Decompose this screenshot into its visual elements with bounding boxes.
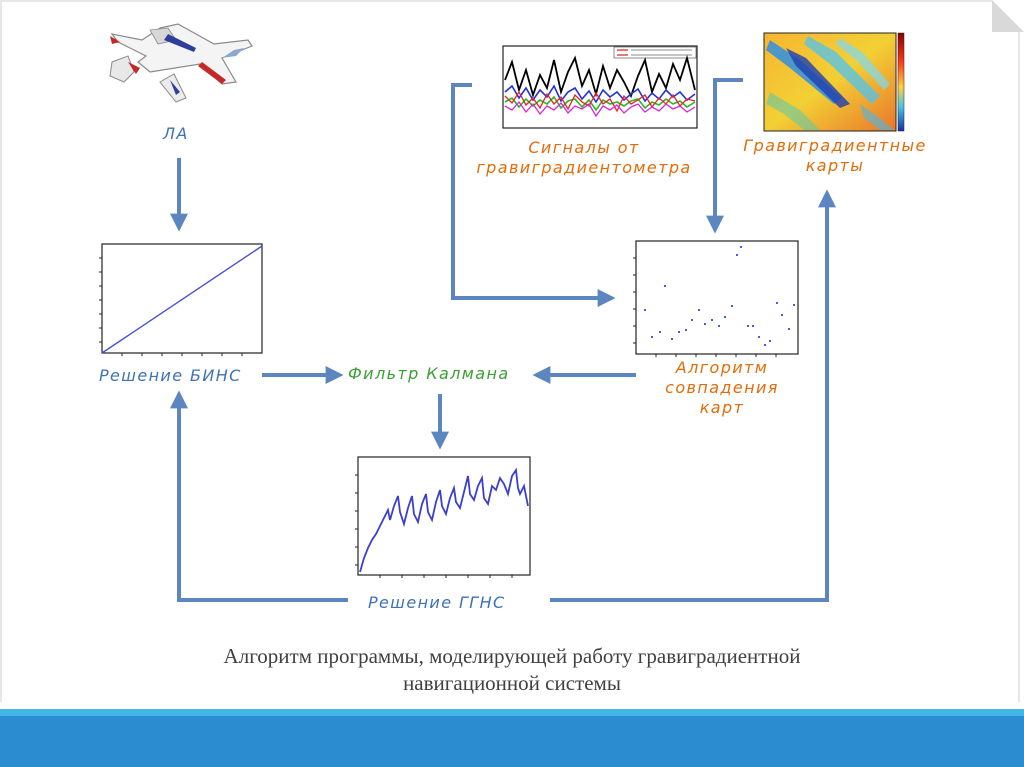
match-label-line2: совпадения bbox=[665, 378, 779, 397]
gravigradient-map-image bbox=[763, 32, 905, 132]
connector-arrows bbox=[170, 78, 836, 602]
caption-line1: Алгоритм программы, моделирующей работу … bbox=[223, 644, 801, 668]
slide-frame bbox=[0, 0, 1020, 702]
ggns-solution-plot bbox=[355, 456, 531, 578]
signals-label-line1: Сигналы от bbox=[528, 138, 640, 157]
node-maps-label: Гравиградиентные карты bbox=[732, 136, 938, 176]
footer-band-dark bbox=[0, 716, 1024, 767]
arrow-maps-to-match bbox=[706, 78, 743, 234]
node-kalman-filter-label: Фильтр Калмана bbox=[348, 364, 510, 383]
node-ggns-solution-label: Решение ГГНС bbox=[368, 593, 506, 612]
arrow-signals-to-match bbox=[451, 83, 616, 307]
match-label-line1: Алгоритм bbox=[675, 358, 769, 377]
signals-label-line2: гравиградиентометра bbox=[476, 158, 692, 177]
map-matching-plot bbox=[633, 240, 799, 357]
maps-label-line2: карты bbox=[805, 156, 865, 175]
node-map-matching-label: Алгоритм совпадения карт bbox=[640, 358, 804, 418]
aircraft-icon bbox=[109, 23, 253, 103]
arrow-ggns-to-maps bbox=[550, 189, 836, 602]
slide-caption: Алгоритм программы, моделирующей работу … bbox=[80, 643, 944, 697]
node-signals-label: Сигналы от гравиградиентометра bbox=[458, 138, 710, 178]
bins-solution-plot bbox=[99, 243, 263, 356]
node-aircraft-label: ЛА bbox=[163, 124, 189, 143]
match-label-line3: карт bbox=[699, 398, 745, 417]
page-corner-fold bbox=[992, 0, 1024, 32]
signals-plot bbox=[502, 45, 698, 129]
arrow-ggns-to-bins bbox=[170, 390, 348, 602]
node-bins-solution-label: Решение БИНС bbox=[99, 366, 242, 385]
maps-label-line1: Гравиградиентные bbox=[743, 136, 927, 155]
caption-line2: навигационной системы bbox=[403, 671, 621, 695]
footer-band-light bbox=[0, 709, 1024, 716]
